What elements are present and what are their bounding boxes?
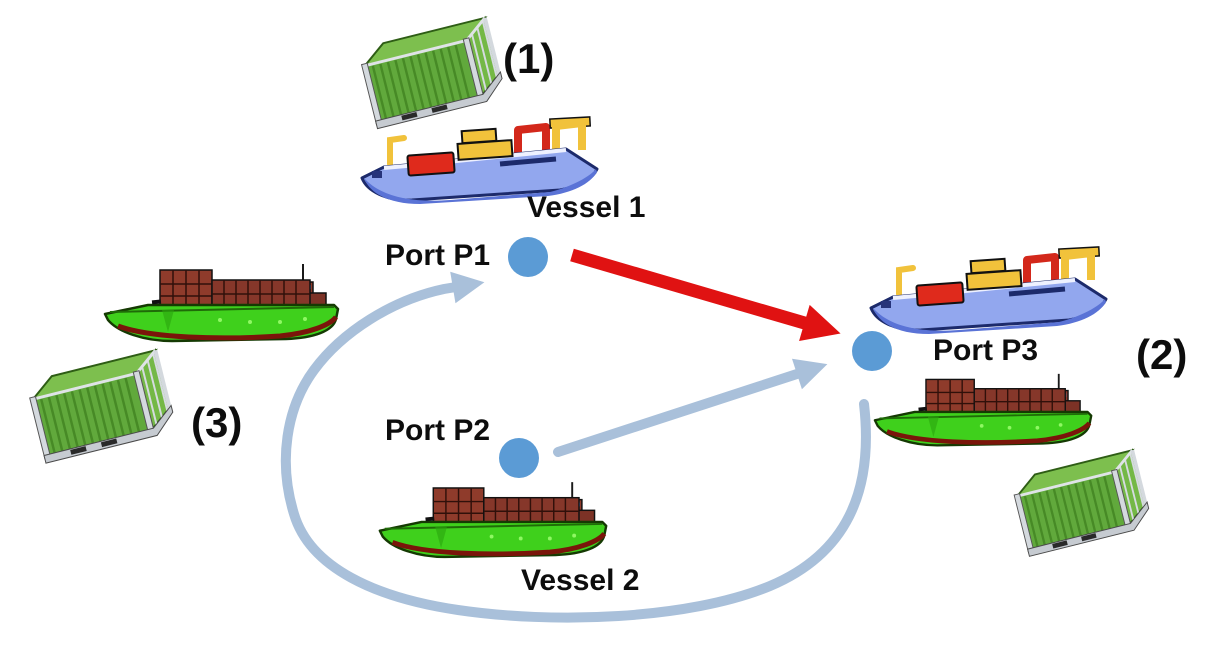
barge-icon-left (100, 262, 345, 346)
cargo-ship-icon-p3 (858, 246, 1110, 338)
vessel2-barge-icon (375, 480, 613, 562)
port-p3-label: Port P3 (933, 334, 1039, 367)
vessel2-label: Vessel 2 (521, 564, 640, 597)
vessel1-label: Vessel 1 (527, 191, 646, 224)
port-p3-dot (852, 331, 892, 371)
annotation-2: (2) (1136, 331, 1188, 378)
barge-icon-p3 (860, 372, 1108, 450)
annotation-1: (1) (503, 35, 555, 82)
shipping-container-icon-bottom-right (1005, 440, 1163, 568)
route-arrow-p2-to-p3 (553, 358, 828, 457)
port-p1-label: Port P1 (385, 239, 491, 272)
port-p2-label: Port P2 (385, 414, 491, 447)
route-arrow-p1-to-p3 (570, 248, 841, 342)
port-p1-dot (508, 237, 548, 277)
shipping-container-icon-left (20, 340, 188, 475)
port-p2-dot (499, 438, 539, 478)
annotation-3: (3) (191, 399, 243, 446)
